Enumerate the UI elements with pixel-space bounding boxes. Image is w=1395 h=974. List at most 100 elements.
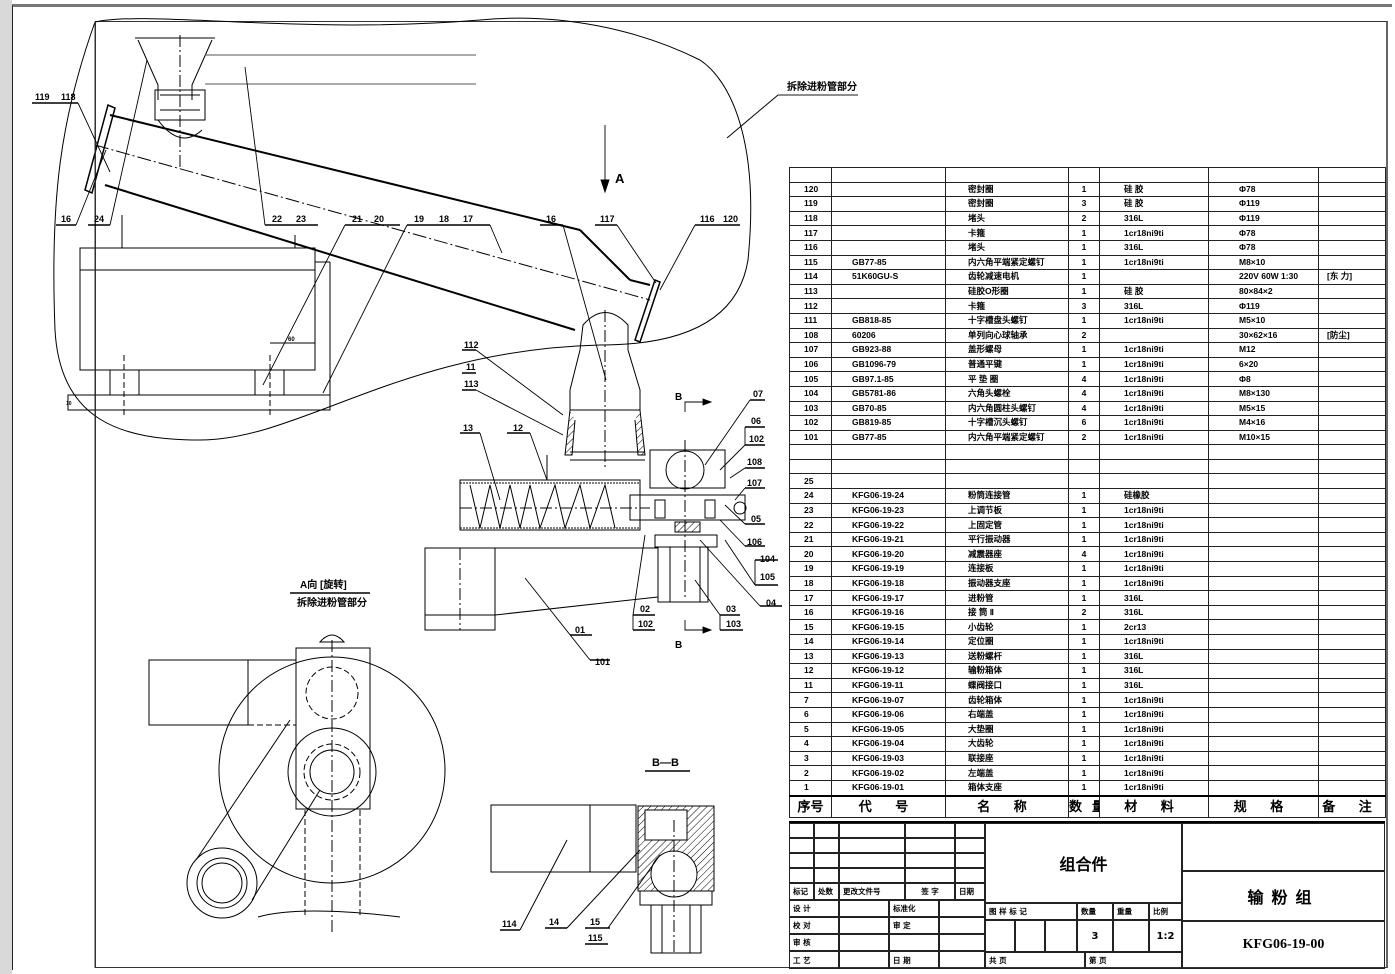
bom-cell-spec: M5×10: [1208, 312, 1319, 329]
bom-cell-qty: 1: [1068, 575, 1100, 592]
bom-cell-code: KFG06-19-05: [831, 721, 946, 738]
bom-cell-no: 20: [789, 546, 832, 563]
weight-value: [1113, 920, 1149, 952]
bom-cell-remark: [1318, 721, 1386, 738]
balloon-20: 20: [374, 214, 384, 224]
bom-cell-code: GB77-85: [831, 429, 946, 446]
bom-cell-remark: [1318, 429, 1386, 446]
balloon-19: 19: [414, 214, 424, 224]
balloon-102a: 102: [749, 434, 764, 444]
balloon-101: 101: [595, 657, 610, 667]
bom-cell-no: 23: [789, 502, 832, 519]
bom-cell-remark: [1318, 706, 1386, 723]
bom-cell-material: 1cr18ni9ti: [1099, 546, 1209, 563]
bom-cell-remark: [1318, 415, 1386, 431]
bom-cell-remark: [1318, 692, 1386, 708]
bom-cell-remark: [1318, 356, 1386, 373]
bom-cell-remark: [1318, 779, 1386, 797]
bom-cell-code: KFG06-19-20: [831, 546, 946, 563]
bom-cell-material: 1cr18ni9ti: [1099, 736, 1209, 752]
bom-cell-no: 111: [789, 312, 832, 329]
balloon-112: 112: [464, 340, 479, 350]
bom-cell-name: 送粉螺杆: [945, 648, 1069, 665]
bom-cell-qty: 4: [1068, 371, 1100, 387]
bom-cell-code: GB70-85: [831, 400, 946, 417]
drawing-number: KFG06-19-00: [1182, 921, 1385, 969]
bom-cell-remark: [1318, 750, 1386, 767]
bom-cell-material: 1cr18ni9ti: [1099, 517, 1209, 533]
bom-cell-remark: [1318, 298, 1386, 314]
bom-cell-no: 13: [789, 648, 832, 665]
bom-cell-code: KFG06-19-06: [831, 706, 946, 723]
bom-cell-code: GB5781-86: [831, 385, 946, 402]
bom-cell-remark: [1318, 648, 1386, 665]
bom-cell-remark: [东 力]: [1318, 269, 1386, 285]
balloon-18: 18: [439, 214, 449, 224]
bom-cell-remark: [1318, 239, 1386, 256]
bom-cell-no: 11: [789, 677, 832, 694]
bom-cell-material: 1cr18ni9ti: [1099, 254, 1209, 271]
label-scale: 比例: [1149, 903, 1182, 920]
bom-header-cell: 名 称: [945, 794, 1069, 818]
balloon-13: 13: [463, 423, 473, 433]
bom-cell-code: GB1096-79: [831, 356, 946, 373]
label-total-sheets: 共 页: [985, 952, 1085, 969]
bom-cell-spec: [1208, 663, 1319, 679]
bom-cell-code: KFG06-19-02: [831, 765, 946, 781]
bom-cell-no: 24: [789, 488, 832, 504]
bom-cell-name: 上调节板: [945, 502, 1069, 519]
bom-cell-no: 115: [789, 254, 832, 271]
label-stage-mark: 图 样 标 记: [985, 903, 1077, 920]
bom-cell-qty: 3: [1068, 196, 1100, 212]
bom-cell-qty: 1: [1068, 342, 1100, 358]
bom-cell-qty: 1: [1068, 706, 1100, 723]
bom-cell-remark: [1318, 663, 1386, 679]
bom-cell-remark: [1318, 531, 1386, 548]
bom-cell-qty: 1: [1068, 692, 1100, 708]
bom-row: [789, 444, 1386, 460]
bom-cell-remark: [1318, 444, 1386, 460]
bom-cell-remark: [1318, 312, 1386, 329]
bom-cell-material: 1cr18ni9ti: [1099, 385, 1209, 402]
bom-cell-code: KFG06-19-16: [831, 604, 946, 621]
cloud-leader: [726, 94, 779, 139]
bom-cell-qty: 1: [1068, 765, 1100, 781]
bom-cell-code: [831, 473, 946, 490]
bom-cell-spec: 80×84×2: [1208, 283, 1319, 300]
bom-cell-remark: [1318, 546, 1386, 563]
bom-cell-no: 22: [789, 517, 832, 533]
bom-cell-qty: 1: [1068, 677, 1100, 694]
bom-cell-spec: [1208, 604, 1319, 621]
bom-header-cell: 备 注: [1318, 794, 1386, 818]
bom-cell-name: 盖形螺母: [945, 342, 1069, 358]
bom-cell-qty: [1068, 458, 1100, 475]
balloon-116: 116: [700, 214, 715, 224]
bom-cell-no: 17: [789, 590, 832, 606]
label-sheet-no: 第 页: [1085, 952, 1182, 969]
bom-cell-code: KFG06-19-17: [831, 590, 946, 606]
bom-cell-spec: [1208, 488, 1319, 504]
bom-cell-name: 卡箍: [945, 298, 1069, 314]
bom-cell-code: KFG06-19-23: [831, 502, 946, 519]
bom-cell-material: 1cr18ni9ti: [1099, 356, 1209, 373]
bom-cell-material: 1cr18ni9ti: [1099, 531, 1209, 548]
label-date: 日 期: [889, 951, 939, 969]
label-rev-doc: 更改文件号: [839, 883, 905, 900]
bom-cell-name: 堵头: [945, 239, 1069, 256]
bom-cell-remark: [1318, 473, 1386, 490]
bom-cell-no: 102: [789, 415, 832, 431]
section-b-b: [490, 770, 715, 955]
dimension-60: 60: [288, 337, 295, 343]
bom-header-cell: 代 号: [831, 794, 946, 818]
quantity-value: 3: [1077, 920, 1113, 952]
